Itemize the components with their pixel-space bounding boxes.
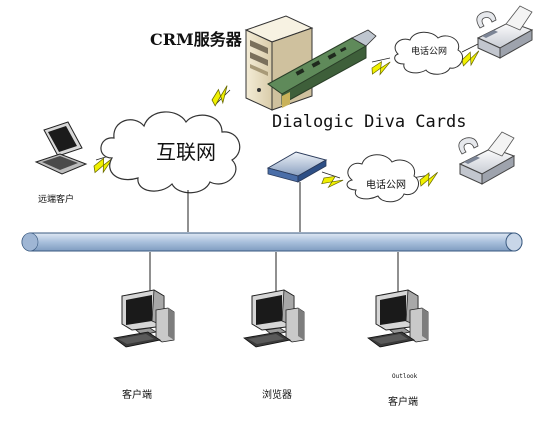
pstn-cloud-middle	[346, 154, 419, 203]
browser-label: 浏览器	[262, 390, 292, 401]
cloud-icon	[100, 111, 241, 194]
laptop-icon	[34, 121, 88, 175]
internet-cloud	[100, 111, 241, 194]
server-tower-icon	[244, 15, 314, 111]
pstn-middle-label: 电话公网	[366, 180, 406, 191]
internet-label: 互联网	[156, 140, 216, 164]
outlook-label: Outlook	[392, 373, 418, 380]
desktop-computer-icon	[113, 289, 175, 348]
fax-machine-icon	[476, 5, 533, 59]
crm-server-label: CRM服务器	[150, 30, 242, 49]
diva-cards-label: Dialogic Diva Cards	[272, 112, 467, 132]
rack-gateway-icon	[266, 151, 328, 183]
remote-client-label: 远端客户	[38, 195, 75, 205]
pstn-cloud-top	[394, 31, 463, 75]
pstn-top-label: 电话公网	[411, 47, 448, 57]
fax-machine-icon	[458, 131, 515, 185]
ethernet-bus	[21, 232, 523, 252]
pci-card-icon	[267, 29, 377, 108]
desktop-computer-icon	[367, 289, 429, 348]
bus-drops	[149, 182, 399, 296]
desktop-computer-icon	[243, 289, 305, 348]
client-label-1: 客户端	[122, 390, 152, 401]
client-label-3: 客户端	[388, 397, 418, 408]
